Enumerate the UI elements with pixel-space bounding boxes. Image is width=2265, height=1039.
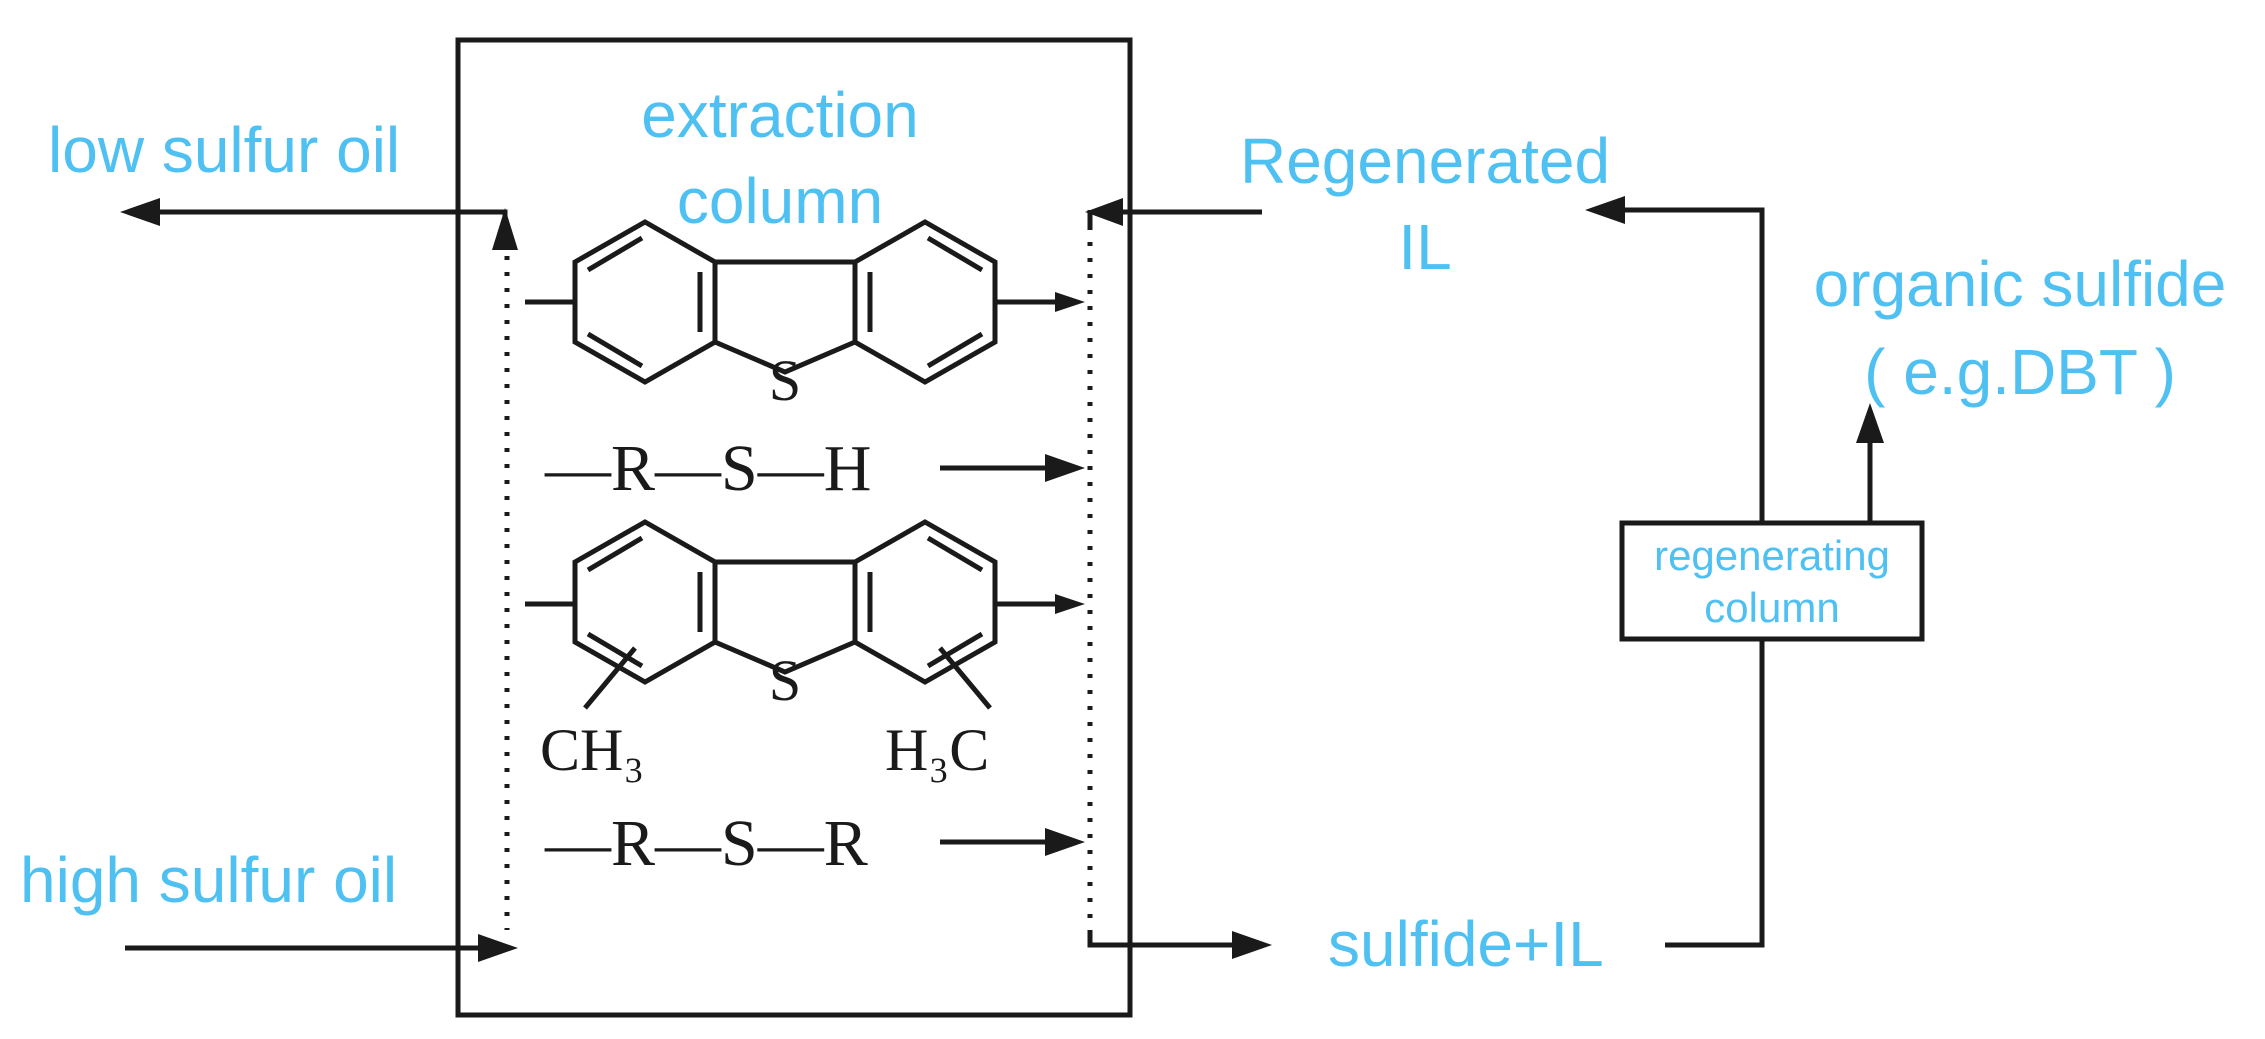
recycle-line [1665, 640, 1765, 948]
extraction-column-label: extraction column [600, 72, 960, 244]
regenerated-il-label: Regenerated IL [1215, 118, 1635, 290]
extraction-column-box [455, 37, 1133, 1018]
high-sulfur-oil-label: high sulfur oil [20, 844, 398, 916]
regenerating-column-line1: regenerating [1654, 532, 1890, 579]
thiol-formula: —R—S—H [544, 432, 871, 505]
sulfide-il-outlet-arrowhead [1232, 931, 1272, 959]
sulfide-il-outlet-line [1087, 930, 1240, 948]
high-sulfur-oil-arrowhead [478, 934, 518, 962]
dbt-molecule [525, 219, 1060, 385]
methyl-left-label: CH₃ [540, 717, 644, 783]
dmdbt-arrowhead [1055, 594, 1085, 614]
sulfide-il-label: sulfide+IL [1328, 908, 1604, 980]
regenerated-il-return-arrowhead [1585, 196, 1625, 224]
dbt-sulfur-label: S [769, 348, 801, 413]
extraction-column-line1: extraction [641, 79, 919, 151]
dmdbt-molecule [525, 519, 1060, 710]
organic-sulfide-label: organic sulfide ( e.g.DBT ) [1780, 240, 2260, 416]
thiol-arrowhead [1045, 454, 1085, 482]
extraction-column-line2: column [676, 165, 884, 237]
sulfide-formula: —R—S—R [544, 807, 868, 880]
low-sulfur-oil-label: low sulfur oil [48, 114, 401, 186]
low-sulfur-oil-arrowhead [120, 198, 160, 226]
regenerating-column-box [1619, 520, 1925, 642]
dbt-arrowhead [1055, 292, 1085, 312]
regenerated-il-return-line [1610, 207, 1765, 523]
left-up-arrowhead [492, 208, 518, 250]
regenerated-il-inlet-arrowhead [1085, 198, 1123, 226]
dmdbt-sulfur-label: S [769, 648, 801, 713]
organic-sulfide-line2: ( e.g.DBT ) [1864, 336, 2176, 408]
sulfide-arrowhead [1045, 828, 1085, 856]
methyl-right-label: H₃C [885, 717, 989, 783]
regenerating-column-label: regenerating column [1627, 530, 1917, 634]
low-sulfur-oil-line [140, 209, 508, 240]
regenerated-il-line1: Regenerated [1239, 125, 1611, 197]
organic-sulfide-line1: organic sulfide [1813, 248, 2227, 320]
regenerated-il-line2: IL [1398, 211, 1452, 283]
organic-sulfide-arrowhead [1856, 403, 1884, 443]
regenerating-column-line2: column [1704, 584, 1840, 631]
